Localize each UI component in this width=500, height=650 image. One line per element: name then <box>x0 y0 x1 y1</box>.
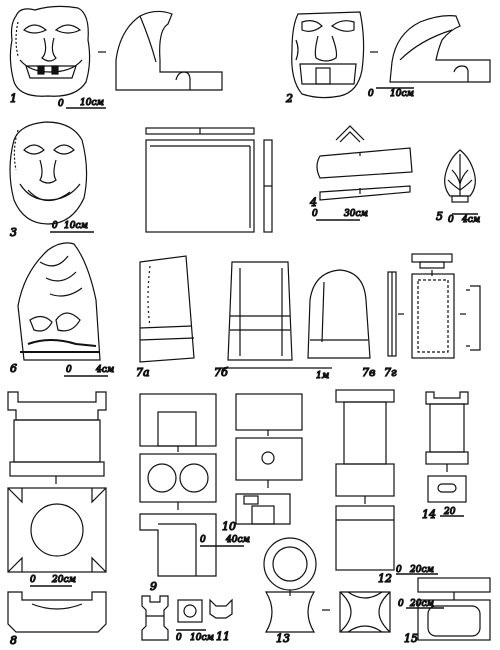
svg-text:0: 0 <box>448 215 454 225</box>
profile-2-drawing <box>389 15 491 83</box>
svg-text:0: 0 <box>52 221 58 231</box>
fig-5-label: 5 <box>436 210 443 223</box>
object-15-drawing <box>417 577 491 641</box>
scale-11: 10см <box>190 633 214 643</box>
fragment-6-drawing <box>17 242 101 361</box>
fig-7b-label: 7б <box>214 366 228 379</box>
scale-7: 1м <box>316 371 329 381</box>
scale-4: 30см <box>344 209 368 219</box>
leaf-5-drawing <box>444 149 476 203</box>
pedestal-8-drawing <box>7 391 107 633</box>
fig-8-label: 8 <box>10 634 17 647</box>
svg-text:0: 0 <box>66 365 72 375</box>
block-7v-drawing <box>307 269 371 359</box>
fig-13-label: 13 <box>276 632 290 645</box>
column-14-drawing <box>425 391 469 503</box>
fig-10-label: 10 <box>222 520 236 533</box>
fig-11-label: 11 <box>216 630 230 643</box>
column-12-drawing <box>335 389 395 571</box>
scale-5: 4см <box>461 215 480 225</box>
fig-12-label: 12 <box>378 572 392 585</box>
fig-6-label: 6 <box>10 362 17 375</box>
slab-drawing <box>145 127 273 233</box>
tile-4-drawing <box>316 125 413 201</box>
scale-8: 20см <box>51 575 76 585</box>
fig-7g-label: 7г <box>384 366 397 379</box>
blocks-9-drawing <box>139 393 217 577</box>
mask-3-drawing <box>9 121 88 225</box>
profile-1-drawing <box>115 10 223 91</box>
fig-2-label: 2 <box>285 92 293 105</box>
block-7g-drawing <box>387 253 481 359</box>
scale-9: 40см <box>225 535 250 545</box>
fig-9-label: 9 <box>150 580 157 593</box>
svg-text:0: 0 <box>176 633 182 643</box>
block-7a-drawing <box>139 255 195 363</box>
mask-2-drawing <box>291 11 365 99</box>
svg-text:0: 0 <box>398 599 404 609</box>
scale-15: 20см <box>409 599 434 609</box>
scale-14: 20 <box>443 507 456 517</box>
object-13-drawing <box>263 537 391 633</box>
svg-text:0: 0 <box>396 565 402 575</box>
svg-text:0: 0 <box>30 575 36 585</box>
fig-1-label: 1 <box>10 92 17 105</box>
scale-1: 10см <box>80 98 104 108</box>
fig-4-label: 4 <box>309 196 317 209</box>
blocks-10-drawing <box>235 393 303 525</box>
scale-3: 10см <box>64 221 88 231</box>
scale-12: 20см <box>409 565 434 575</box>
scale-2: 10см <box>390 89 414 99</box>
svg-text:0: 0 <box>58 99 64 109</box>
svg-text:0: 0 <box>200 535 206 545</box>
fig-14-label: 14 <box>422 508 436 521</box>
fig-7v-label: 7в <box>362 366 375 379</box>
scale-6: 4см <box>95 365 114 375</box>
fig-3-label: 3 <box>10 226 17 239</box>
svg-text:0: 0 <box>368 89 374 99</box>
svg-text:0: 0 <box>312 209 318 219</box>
small-11-drawing <box>141 595 233 641</box>
mask-1-drawing <box>9 5 91 97</box>
fig-7a-label: 7а <box>136 366 150 379</box>
fig-15-label: 15 <box>404 632 418 645</box>
block-7b-drawing <box>227 261 293 361</box>
